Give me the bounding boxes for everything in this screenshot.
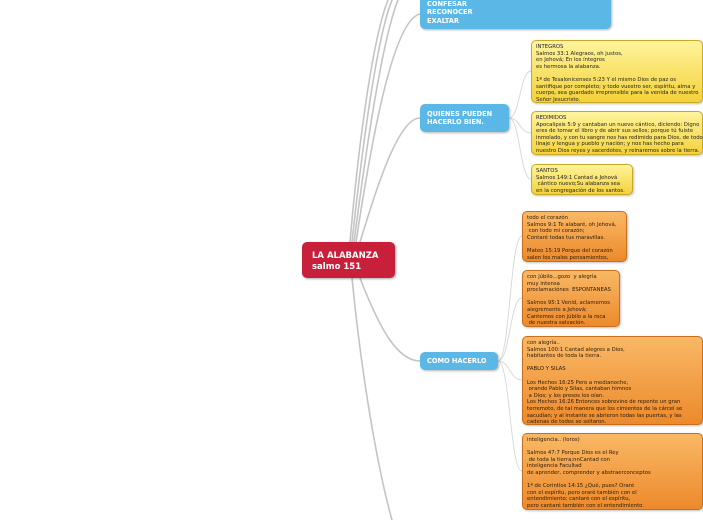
topic-quienes-pueden[interactable]: QUIENES PUEDEN HACERLO BIEN. [420,104,509,132]
sub-line-redimidos [508,117,532,134]
topic-como-hacerlo[interactable]: COMO HACERLO [420,352,498,370]
note-inteligencia[interactable]: inteligencia.. (loros) Salmos 47:7 Porqu… [522,433,703,510]
topic-confesar[interactable]: CONFESAR RECONOCER EXALTAR [420,0,611,29]
root-node[interactable]: LA ALABANZA salmo 151 [302,242,395,278]
branch-line-offscreen-1 [349,0,389,243]
sub-line-jubilo [497,297,523,362]
note-todo-el-corazon[interactable]: todo el corazón Salmos 9:1 Te alabaré, o… [522,211,627,262]
branch-line-offscreen-3 [353,0,399,243]
sub-line-inteligencia [497,360,523,472]
sub-line-santos [508,117,532,180]
branch-line-confesar [355,13,421,243]
note-integros[interactable]: INTEGROS Salmos 33:1 Alegraos, oh justos… [531,40,703,103]
branch-line-offscreen-4 [351,277,393,520]
branch-line-quienes [359,117,421,243]
note-santos[interactable]: SANTOS Salmos 149:1 Cantad a Jehová cánt… [531,164,633,195]
note-con-alegria[interactable]: con alegría.. Salmos 100:1 Cantad alegre… [522,336,703,425]
sub-line-integros [508,70,532,119]
note-con-jubilo[interactable]: con júbilo...gozo y alegría muy intensa … [522,270,620,327]
branch-line-offscreen-2 [351,0,393,243]
branch-line-como [359,277,421,362]
sub-line-alegria [497,360,523,381]
note-redimidos[interactable]: REDIMIDOS Apocalipsis 5:9 y cantaban un … [531,111,703,155]
sub-line-corazon [497,235,523,362]
